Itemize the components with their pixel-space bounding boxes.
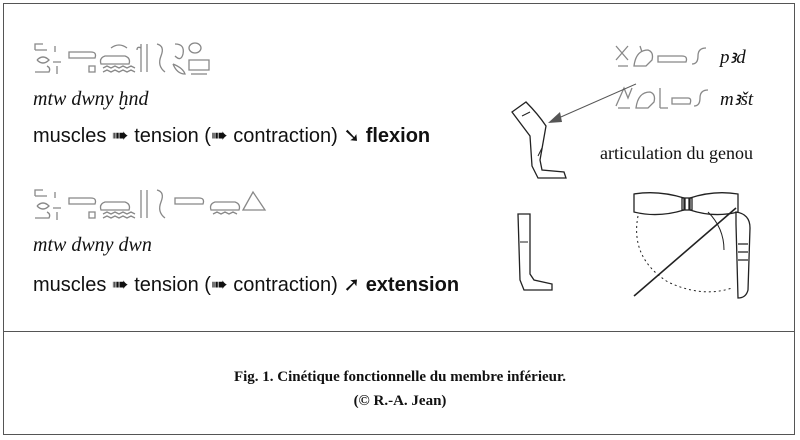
transliteration-extension: mtw dwny dwn	[33, 234, 152, 256]
causal-chain-flexion: muscles ➠ tension (➠ contraction) ➘ flex…	[33, 123, 430, 148]
causal-chain-extension: muscles ➠ tension (➠ contraction) ➚ exte…	[33, 272, 459, 297]
arrow-down-right-icon: ➘	[343, 125, 361, 147]
chain-arrow-icon: ➠	[210, 125, 228, 147]
label-psd: pꜣd	[720, 47, 746, 68]
chain-word-contraction: contraction)	[233, 125, 338, 147]
result-extension: extension	[365, 274, 460, 296]
pointer-arrow	[548, 83, 637, 123]
flexed-leg-drawing	[511, 101, 567, 179]
hieroglyph-word-msst	[615, 86, 709, 109]
hieroglyph-line-extension	[34, 189, 267, 220]
hieroglyph-line-flexion	[34, 42, 210, 75]
straight-leg-drawing	[517, 213, 553, 291]
chain-arrow-icon: ➠	[111, 274, 129, 296]
chain-word-muscles: muscles	[33, 125, 107, 147]
chain-arrow-icon: ➠	[111, 125, 129, 147]
figure-caption-title: Fig. 1. Cinétique fonctionnelle du membr…	[233, 369, 567, 385]
figure-frame	[3, 3, 795, 435]
result-flexion: flexion	[365, 125, 431, 147]
chain-word-contraction: contraction)	[233, 274, 338, 296]
label-knee-joint: articulation du genou	[600, 143, 753, 163]
transliteration-flexion: mtw dwny ḫnd	[33, 88, 149, 110]
chain-arrow-icon: ➠	[210, 274, 228, 296]
label-msst: mꜣšt	[720, 89, 754, 110]
chain-word-tension: tension (	[134, 274, 211, 296]
hieroglyph-word-psd	[615, 45, 707, 67]
caption-divider	[3, 331, 795, 332]
knee-joint-mechanism-diagram	[633, 192, 751, 299]
figure-caption-credit: (© R.-A. Jean)	[353, 393, 447, 409]
chain-word-tension: tension (	[134, 125, 211, 147]
chain-word-muscles: muscles	[33, 274, 107, 296]
arrow-up-right-icon: ➚	[343, 274, 361, 296]
